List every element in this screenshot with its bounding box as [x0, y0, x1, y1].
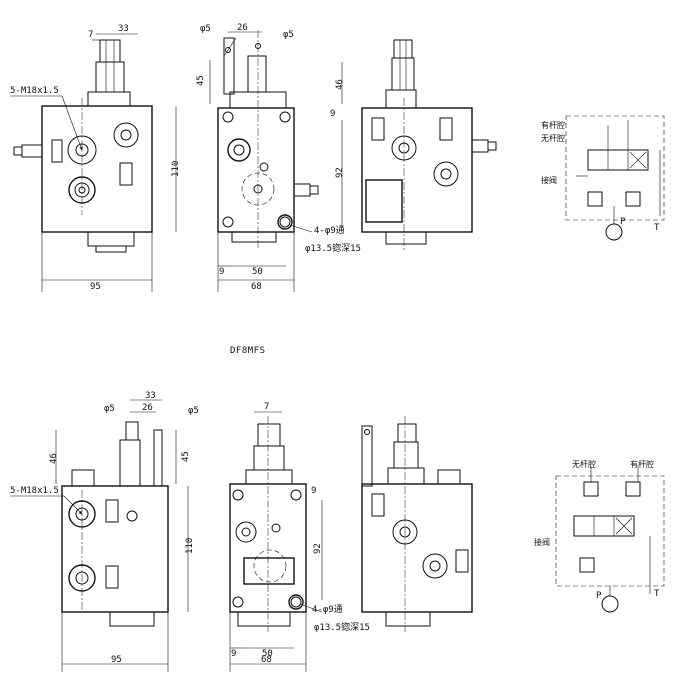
top-side-view [217, 30, 319, 250]
bottom-front-dimensions: φ5 φ5 33 26 46 45 5-M18x1.5 110 95 [10, 391, 199, 672]
dim-50-b: 50 [262, 649, 273, 659]
dim-7-top: 7 [88, 30, 93, 40]
dim-92-b: 92 [313, 543, 323, 554]
port-label-b: 5-M18x1.5 [10, 486, 59, 496]
dim-phi5-right: φ5 [283, 30, 294, 40]
dim-45: 45 [196, 75, 206, 86]
counterbore-label-b: φ13.5锪深15 [314, 621, 370, 633]
dim-68: 68 [251, 282, 262, 292]
dim-46-b: 46 [49, 453, 59, 464]
dim-110-b: 110 [185, 538, 195, 554]
bottom-side-view [229, 416, 307, 632]
dim-9-b-side: 9 [311, 486, 316, 496]
dim-26-b: 26 [142, 403, 153, 413]
schematic-top-valve: 接阀 [541, 175, 557, 185]
dim-7-b: 7 [264, 402, 269, 412]
dim-110-top: 110 [171, 161, 181, 177]
top-front-dimensions: 33 7 5-M18x1.5 110 95 [10, 24, 181, 292]
dim-phi5-left: φ5 [200, 24, 211, 34]
holes-label: 4-φ9通 [314, 225, 345, 236]
schematic-b-rodless: 无杆腔 [572, 459, 596, 469]
bottom-rear-view [361, 416, 473, 632]
bottom-front-view [61, 421, 169, 627]
dim-95-top: 95 [90, 282, 101, 292]
model-title: DF8MFS [230, 346, 266, 356]
top-rear-view [361, 39, 497, 250]
dim-33-b: 33 [145, 391, 156, 401]
dim-9-rear: 9 [330, 109, 335, 119]
schematic-b-rod: 有杆腔 [630, 459, 654, 469]
top-side-dimensions: φ5 φ5 26 45 9 50 68 4-φ9通 φ13.5锪深15 [196, 23, 361, 292]
dim-9-b-bottom: 9 [231, 649, 236, 659]
dim-phi5-b-right: φ5 [188, 406, 199, 416]
dim-50: 50 [252, 267, 263, 277]
schematic-top-P: P [620, 217, 626, 227]
top-front-view [13, 39, 153, 253]
top-schematic: 有杆腔 无杆腔 接阀 P T [541, 115, 665, 241]
holes-label-b: 4-φ9通 [312, 604, 343, 615]
schematic-top-rodless: 无杆腔 [541, 133, 565, 143]
dim-92-rear: 92 [335, 167, 345, 178]
dim-26: 26 [237, 23, 248, 33]
dim-9-bottom: 9 [219, 267, 224, 277]
schematic-top-rod: 有杆腔 [541, 120, 565, 130]
dim-45-b: 45 [181, 451, 191, 462]
dim-95-b: 95 [111, 655, 122, 665]
bottom-side-dimensions: 7 9 92 4-φ9通 φ13.5锪深15 9 50 68 [229, 402, 370, 672]
dim-33-top: 33 [118, 24, 129, 34]
schematic-b-valve: 接阀 [534, 537, 550, 547]
port-label-top: 5-M18x1.5 [10, 86, 59, 96]
counterbore-label: φ13.5锪深15 [305, 242, 361, 254]
dim-46-rear: 46 [335, 79, 345, 90]
dim-68-b: 68 [261, 655, 272, 665]
bottom-schematic: 无杆腔 有杆腔 接阀 P T [534, 459, 665, 613]
top-rear-dimensions: 46 9 92 [330, 62, 345, 228]
schematic-top-T: T [654, 223, 660, 233]
schematic-b-T: T [654, 589, 660, 599]
schematic-b-P: P [596, 591, 602, 601]
dim-phi5-b-left: φ5 [104, 404, 115, 414]
